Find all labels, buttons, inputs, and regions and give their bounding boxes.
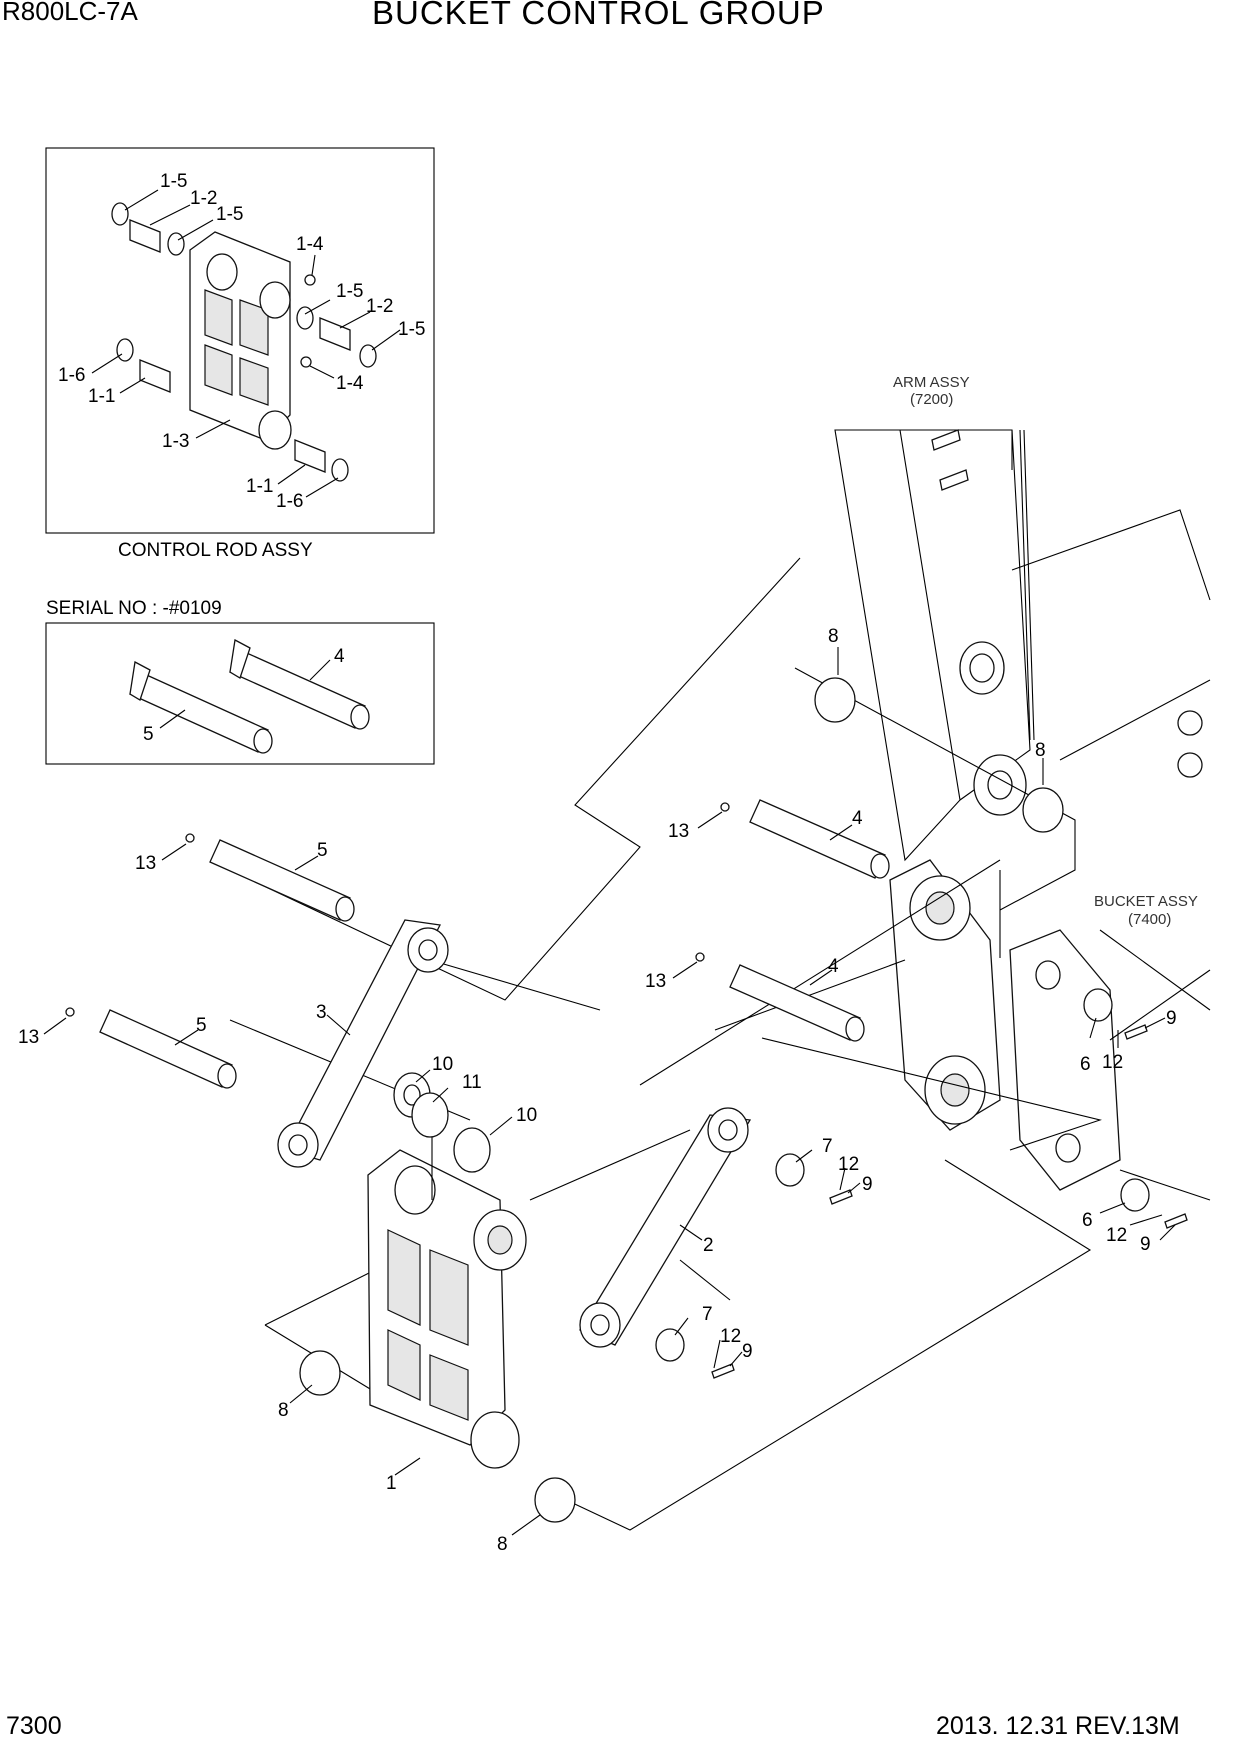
label-1-4-a: 1-4: [296, 234, 324, 255]
inset2-leaders: [159, 659, 331, 729]
pins-main-drawing: [99, 799, 890, 1089]
callout-10-a: 10: [432, 1054, 453, 1075]
control-rod-body-drawing: [111, 202, 377, 482]
inset1-leaders: [91, 189, 401, 498]
callout-12-d: 12: [720, 1326, 741, 1347]
bucket-assy-ref: (7400): [1128, 911, 1171, 928]
main-leaders: [43, 647, 1176, 1536]
label-1-1-a: 1-1: [88, 386, 115, 407]
callout-1: 1: [386, 1473, 397, 1494]
callout-9-c: 9: [1140, 1234, 1151, 1255]
callout-6-a: 6: [1080, 1054, 1091, 1075]
small-parts-drawing: [65, 677, 1188, 1523]
link-rod-3-drawing: [277, 919, 449, 1168]
callout-6-b: 6: [1082, 1210, 1093, 1231]
serial-number-text: SERIAL NO : -#0109: [46, 598, 222, 619]
arm-assy-ref: (7200): [910, 391, 953, 408]
callout-8-d: 8: [497, 1534, 508, 1555]
label-1-5-b: 1-5: [216, 204, 243, 225]
label-1-5-a: 1-5: [160, 171, 187, 192]
callout-12-c: 12: [1106, 1225, 1127, 1246]
page-title: BUCKET CONTROL GROUP: [372, 0, 825, 31]
callout-9-b: 9: [1166, 1008, 1177, 1029]
callout-13-d: 13: [18, 1027, 39, 1048]
callout-7-a: 7: [822, 1136, 833, 1157]
label-1-6-a: 1-6: [58, 365, 85, 386]
label-4-inset: 4: [334, 646, 345, 667]
label-1-2-b: 1-2: [366, 296, 393, 317]
callout-9-d: 9: [742, 1341, 753, 1362]
page-number: 7300: [6, 1712, 62, 1740]
serial-number-inset: SERIAL NO : -#0109 4 5: [45, 598, 435, 765]
revision-date: 2013. 12.31 REV.13M: [936, 1712, 1180, 1740]
label-1-5-c: 1-5: [336, 281, 363, 302]
callout-5-b: 5: [196, 1015, 207, 1036]
callout-9-a: 9: [862, 1174, 873, 1195]
callout-13-b: 13: [645, 971, 666, 992]
callout-8-a: 8: [828, 626, 839, 647]
bucket-link-drawing: [889, 859, 1001, 1131]
callout-12-a: 12: [838, 1154, 859, 1175]
control-rod-assy-inset: 1-5 1-2 1-5 1-4 1-5 1-2 1-5 1-6 1-1 1-4 …: [45, 147, 435, 561]
control-rod-assy-caption: CONTROL ROD ASSY: [118, 540, 313, 561]
arm-assy-name: ARM ASSY: [893, 374, 970, 391]
label-1-2-a: 1-2: [190, 188, 217, 209]
serial-inset-frame: [45, 622, 435, 765]
main-exploded-view: ARM ASSY (7200) BUCKET ASSY (7400) 8 8 1…: [18, 374, 1211, 1555]
callout-11: 11: [462, 1072, 482, 1093]
label-1-5-d: 1-5: [398, 319, 425, 340]
callout-8-c: 8: [278, 1400, 289, 1421]
pins-drawing: [129, 638, 370, 754]
bucket-assy-name: BUCKET ASSY: [1094, 893, 1198, 910]
inset-frame: [45, 147, 435, 534]
arm-assembly-drawing: [834, 429, 1211, 862]
callout-8-b: 8: [1035, 740, 1046, 761]
callout-12-b: 12: [1102, 1052, 1123, 1073]
callout-2: 2: [703, 1235, 714, 1256]
callout-7-b: 7: [702, 1304, 713, 1325]
callout-4-a: 4: [852, 808, 863, 829]
callout-3: 3: [316, 1002, 327, 1023]
callout-10-b: 10: [516, 1105, 537, 1126]
label-1-3: 1-3: [162, 431, 189, 452]
model-name: R800LC-7A: [2, 0, 138, 26]
label-1-4-b: 1-4: [336, 373, 364, 394]
callout-13-c: 13: [135, 853, 156, 874]
label-5-inset: 5: [143, 724, 154, 745]
callout-13-a: 13: [668, 821, 689, 842]
control-rod-part-1: [367, 1125, 527, 1469]
link-rod-2-drawing: [579, 1107, 752, 1348]
callout-4-b: 4: [828, 956, 839, 977]
callout-5-a: 5: [317, 840, 328, 861]
label-1-1-b: 1-1: [246, 476, 273, 497]
label-1-6-b: 1-6: [276, 491, 303, 512]
